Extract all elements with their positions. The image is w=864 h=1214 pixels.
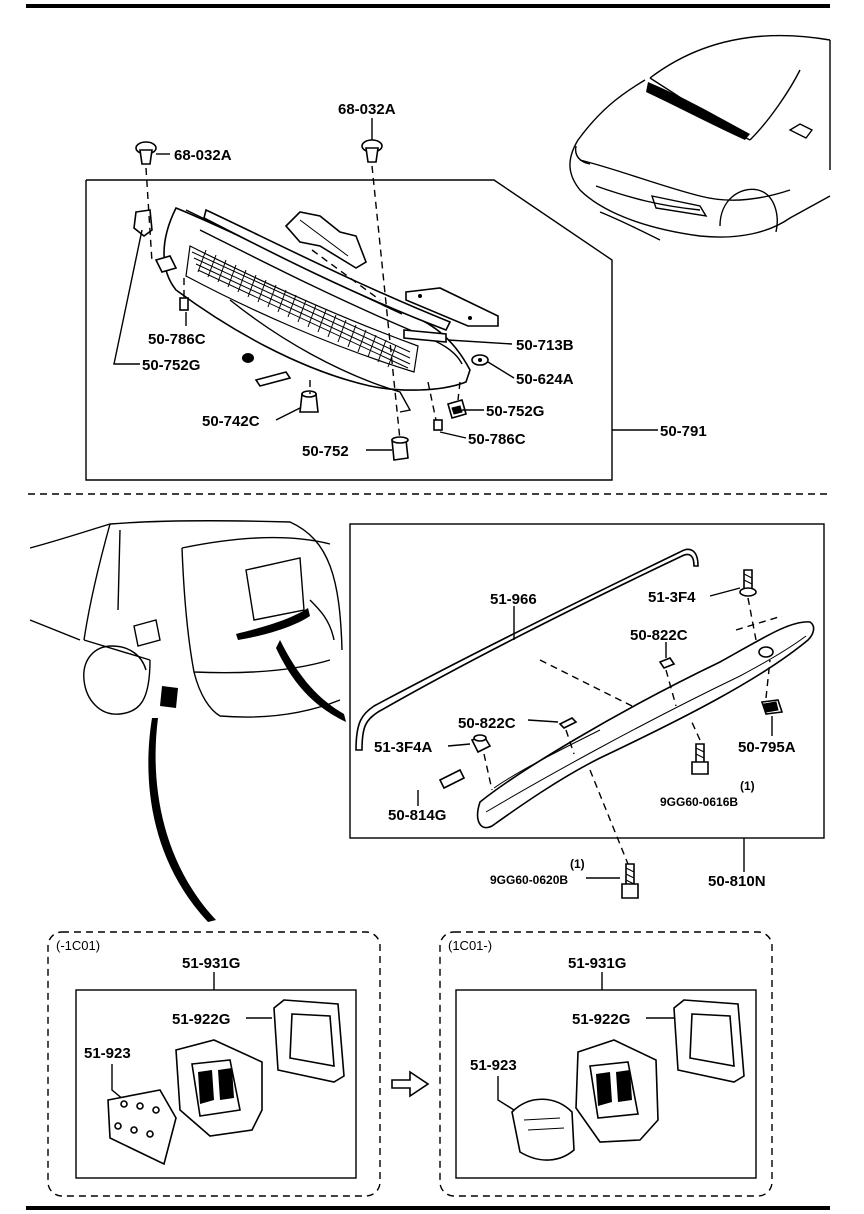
clip-51-3F4A: [470, 734, 492, 754]
callout-arrow-garnish: [276, 640, 346, 722]
cowl-seal-plate: [405, 287, 499, 327]
detail-right-frame: [439, 931, 773, 1197]
label-50-822C-mid: 50-822C: [458, 715, 516, 732]
detail-left-51-922G: 51-922G: [172, 1011, 230, 1028]
clip-50-795A: [760, 699, 784, 715]
molding-51-966: [355, 548, 699, 751]
cowl-seal-strip: [403, 329, 447, 343]
label-50-822C-top: 50-822C: [630, 627, 688, 644]
detail-left-51-923: 51-923: [84, 1045, 131, 1062]
label-50-752G-left: 50-752G: [142, 357, 200, 374]
bolt-9GG60-0620B: [621, 863, 639, 899]
clip-50-742C: [299, 390, 319, 413]
leader-lines-lower: [417, 587, 773, 879]
label-qty-1-bottom: (1): [570, 857, 585, 871]
detail-left-frame: [47, 931, 381, 1197]
label-51-3F4A: 51-3F4A: [374, 739, 433, 756]
clip-50-752G-right: [447, 399, 467, 419]
assembly-lines-upper: [145, 165, 461, 441]
cowl-spacer: [254, 371, 292, 387]
opener-housing-left: [175, 1039, 263, 1137]
label-50-786C-right: 50-786C: [468, 431, 526, 448]
detail-right-51-923: 51-923: [470, 1057, 517, 1074]
clip-68-032A-left: [135, 141, 157, 165]
pin-50-822C-top: [658, 657, 676, 669]
clip-68-032A-top: [361, 139, 383, 163]
label-50-795A: 50-795A: [738, 739, 796, 756]
label-68-032A-left: 68-032A: [174, 147, 232, 164]
label-50-810N: 50-810N: [708, 873, 766, 890]
cowl-grille-part: [163, 206, 471, 413]
detail-left-inner: [75, 989, 357, 1179]
seal-51-922G-right: [673, 999, 745, 1083]
label-50-814G: 50-814G: [388, 807, 446, 824]
label-51-3F4: 51-3F4: [648, 589, 696, 606]
spacer-50-814G: [438, 768, 466, 790]
washer-50-624A: [471, 354, 489, 366]
clip-50-752: [391, 436, 409, 461]
cowl-bracket-top: [284, 211, 367, 269]
top-rule: [26, 4, 830, 8]
pin-50-786C-left: [179, 297, 189, 311]
bottom-rule: [26, 1206, 830, 1210]
car-rear-illustration: [29, 519, 343, 718]
garnish-50-810N: [476, 621, 815, 829]
label-qty-1-right: (1): [740, 779, 755, 793]
label-50-713B: 50-713B: [516, 337, 574, 354]
plate-51-923-left: [107, 1089, 177, 1166]
label-68-032A-top: 68-032A: [338, 101, 396, 118]
label-51-966: 51-966: [490, 591, 537, 608]
detail-right-range: (1C01-): [448, 938, 492, 953]
detail-left-range: (-1C01): [56, 938, 100, 953]
grommet: [242, 353, 254, 363]
car-front-illustration: [569, 34, 831, 241]
label-9GG60-0616B: 9GG60-0616B: [660, 795, 738, 809]
detail-right-51-931G: 51-931G: [568, 955, 626, 972]
opener-housing-right: [575, 1039, 659, 1143]
cowl-assembly-frame: [85, 179, 613, 481]
label-50-752: 50-752: [302, 443, 349, 460]
pin-50-786C-right: [433, 419, 443, 431]
callout-arrow-opener: [148, 718, 216, 922]
change-arrow-icon: [391, 1070, 430, 1098]
leader-lines-upper: [113, 118, 658, 451]
seal-51-922G-left: [273, 999, 345, 1083]
garnish-assembly-frame: [349, 523, 825, 839]
detail-right-leader-923: [497, 1076, 515, 1111]
label-50-742C: 50-742C: [202, 413, 260, 430]
label-50-786C-left: 50-786C: [148, 331, 206, 348]
detail-right-inner: [455, 989, 757, 1179]
bolt-9GG60-0616B: [691, 743, 709, 775]
detail-left-51-931G: 51-931G: [182, 955, 240, 972]
detail-right-51-922G: 51-922G: [572, 1011, 630, 1028]
detail-left-leader-923: [111, 1064, 125, 1101]
cowl-left-bracket: [133, 209, 178, 273]
plate-51-923-right: [511, 1098, 575, 1161]
label-50-752G-right: 50-752G: [486, 403, 544, 420]
assembly-lines-lower: [483, 597, 783, 865]
label-50-624A: 50-624A: [516, 371, 574, 388]
label-9GG60-0620B: 9GG60-0620B: [490, 873, 568, 887]
label-50-791: 50-791: [660, 423, 707, 440]
clip-51-3F4: [739, 569, 757, 597]
pin-50-822C-mid: [558, 717, 578, 729]
